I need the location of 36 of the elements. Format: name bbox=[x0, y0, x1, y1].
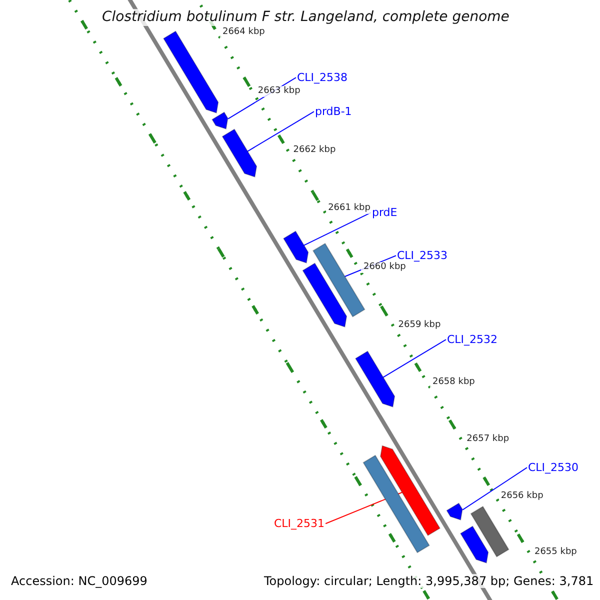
gene-feature bbox=[380, 445, 441, 536]
gene-feature bbox=[460, 526, 489, 564]
gene-label: CLI_2531 bbox=[274, 517, 325, 530]
gene-feature bbox=[446, 502, 463, 521]
gene-bar bbox=[362, 454, 430, 554]
scale-label: 2658 kbp bbox=[430, 377, 477, 388]
scale-label: 2662 kbp bbox=[291, 145, 338, 156]
gene-bar bbox=[312, 242, 366, 318]
accession-text: Accession: NC_009699 bbox=[9, 574, 150, 588]
gene-feature bbox=[354, 350, 396, 408]
scale-label: 2659 kbp bbox=[396, 320, 443, 332]
scale-label: 2664 kbp bbox=[220, 27, 267, 38]
genome-info-text: Topology: circular; Length: 3,995,387 bp; Genes: 3,781 bbox=[262, 574, 596, 588]
leader-line bbox=[462, 467, 528, 510]
scale-label: 2661 kbp bbox=[326, 203, 372, 214]
leader-line bbox=[247, 111, 314, 152]
scale-label: 2656 kbp bbox=[498, 491, 546, 502]
gene-feature bbox=[162, 30, 219, 114]
leader-line bbox=[304, 212, 372, 246]
gene-feature bbox=[302, 262, 348, 328]
scale-label: 2657 kbp bbox=[464, 434, 512, 446]
gene-label: prdE bbox=[372, 206, 398, 220]
gene-feature bbox=[212, 112, 228, 130]
gene-label: CLI_2533 bbox=[397, 249, 448, 262]
scale-label: 2660 kbp bbox=[361, 262, 408, 274]
scale-label: 2663 kbp bbox=[256, 86, 302, 98]
gene-label: CLI_2532 bbox=[447, 333, 498, 346]
gene-label: prdB-1 bbox=[315, 105, 352, 118]
map-title: Clostridium botulinum F str. Langeland, complete genome bbox=[100, 9, 512, 26]
scale-label: 2655 kbp bbox=[532, 547, 579, 558]
gene-bar bbox=[470, 506, 510, 558]
gene-feature bbox=[282, 230, 309, 264]
gene-label: CLI_2538 bbox=[297, 71, 348, 84]
gene-label: CLI_2530 bbox=[528, 461, 579, 474]
gene-feature bbox=[222, 128, 258, 178]
leader-line bbox=[382, 339, 446, 378]
